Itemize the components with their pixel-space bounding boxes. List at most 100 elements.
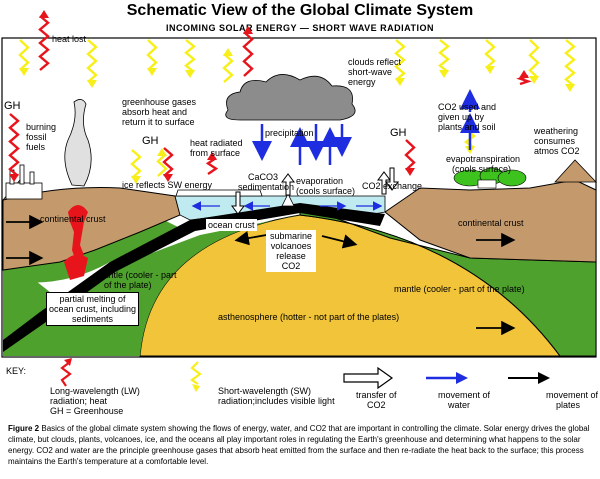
precipitation-label: precipitation xyxy=(265,128,314,138)
cloud-icon xyxy=(225,74,356,121)
asthenosphere-label: asthenosphere (hotter - not part of the … xyxy=(218,312,400,322)
figure-caption: Figure 2 Basics of the global climate sy… xyxy=(8,423,596,467)
label-line: given up by xyxy=(438,112,485,122)
label-line: (cools surface) xyxy=(452,164,512,174)
key-plates-label: movement of plates xyxy=(546,390,598,410)
sw-ray-head xyxy=(185,70,195,78)
sw-ray-head xyxy=(147,68,157,76)
label-line: release xyxy=(276,251,306,261)
ocean-crust-slab xyxy=(3,203,385,352)
plates-key-icon xyxy=(508,372,550,384)
continental-crust-right-label: continental crust xyxy=(458,218,524,228)
lw-ray-head xyxy=(519,70,529,78)
gh-mid-label: GH xyxy=(142,135,159,147)
label-line: partial melting of xyxy=(59,294,126,304)
key-co2-label: transfer of CO2 xyxy=(356,390,397,410)
label-line: sediments xyxy=(72,314,114,324)
label-line: Short-wavelength (SW) xyxy=(218,386,312,396)
mantle-right-label: mantle (cooler - part of the plate) xyxy=(394,284,525,294)
heat-lost-label: heat lost xyxy=(52,34,87,44)
lw-ray-head xyxy=(223,48,233,56)
longwave-arrows xyxy=(8,10,532,182)
lw-ray xyxy=(38,15,50,71)
sw-ray-head xyxy=(19,68,29,76)
label-line: fossil xyxy=(26,132,47,142)
lw-ray xyxy=(222,53,234,83)
lw-ray xyxy=(156,153,168,177)
label-line: Long-wavelength (LW) xyxy=(50,386,140,396)
sw-ray-head xyxy=(439,70,449,78)
factory-icon xyxy=(5,164,43,200)
submarine-volcanoes-label: submarine volcanoes release CO2 xyxy=(266,230,316,272)
mantle-right-region xyxy=(299,204,597,357)
label-line: burning xyxy=(26,122,57,132)
sw-key-icon xyxy=(190,361,202,392)
water-key-icon xyxy=(426,372,468,384)
heat-radiated-label: heat radiated from surface xyxy=(190,138,243,158)
ocean-crust-label: ocean crust xyxy=(206,219,257,231)
sw-ray xyxy=(438,39,450,73)
label-line: CO2 used and xyxy=(438,102,497,112)
sw-ray xyxy=(184,39,196,73)
key-icons xyxy=(60,358,550,392)
sw-ray xyxy=(528,39,540,79)
key-water-label: movement of water xyxy=(438,390,490,410)
label-line: evapotranspiration xyxy=(446,154,521,164)
sw-ray xyxy=(18,39,30,71)
label-line: radiation; heat xyxy=(50,396,108,406)
sw-ray-head xyxy=(87,80,97,88)
label-line: sedimentation xyxy=(238,182,295,192)
plants-icon xyxy=(453,167,527,189)
evapotranspiration-label: evapotranspiration (cools surface) xyxy=(446,154,520,174)
sw-ray xyxy=(8,113,20,177)
label-line: transfer of xyxy=(356,390,397,400)
label-line: CaCO3 xyxy=(248,172,279,182)
sw-ray xyxy=(146,39,158,71)
ice-reflects-label: ice reflects SW energy xyxy=(122,180,213,190)
sw-ray xyxy=(162,147,174,177)
sw-ray-head xyxy=(565,84,575,92)
label-line: short-wave xyxy=(348,67,393,77)
sw-ray xyxy=(130,149,142,179)
mountain-right xyxy=(554,159,597,183)
label-line: weathering xyxy=(534,126,579,136)
clouds-reflect-label: clouds reflect short-wave energy xyxy=(348,57,401,87)
sw-ray-head xyxy=(485,66,495,74)
label-line: consumes xyxy=(534,136,576,146)
label-line: absorb heat and xyxy=(122,107,188,117)
co2-transfer-arrows xyxy=(231,167,399,215)
label-line: mantle (cooler - part xyxy=(96,270,177,280)
label-line: movement of xyxy=(438,390,491,400)
sw-ray xyxy=(564,39,576,87)
partial-melting-label: partial melting of ocean crust, includin… xyxy=(46,292,140,326)
key-sw-label: Short-wavelength (SW) radiation;includes… xyxy=(218,386,335,406)
label-line: CO2 xyxy=(367,400,386,410)
caption-figure-label: Figure 2 xyxy=(8,424,40,433)
label-line: heat radiated xyxy=(190,138,243,148)
mantle-left-label: mantle (cooler - part of the plate) xyxy=(96,270,177,290)
label-line: from surface xyxy=(190,148,241,158)
gh-left-label: GH xyxy=(4,100,21,112)
page-subtitle: INCOMING SOLAR ENERGY — SHORT WAVE RADIA… xyxy=(165,23,434,33)
sw-ray-head xyxy=(529,76,539,84)
label-line: submarine xyxy=(269,231,313,241)
sw-ray-head xyxy=(163,174,173,182)
key-heading: KEY: xyxy=(6,366,27,376)
label-line: volcanoes xyxy=(270,241,312,251)
label-line: evaporation xyxy=(296,176,344,186)
sw-ray xyxy=(404,139,416,171)
sw-ray xyxy=(394,39,406,81)
gh-right-label: GH xyxy=(390,127,407,139)
sw-ray-head xyxy=(405,168,415,176)
label-line: atmos CO2 xyxy=(534,146,580,156)
lw-ray xyxy=(242,31,254,77)
lw-ray-head xyxy=(207,152,217,160)
co2-exchange-label: CO2 exchange xyxy=(362,181,423,191)
lw-ray-head xyxy=(243,26,253,34)
continental-crust-right xyxy=(384,179,597,263)
evaporation-label: evaporation (cools surface) xyxy=(296,176,355,196)
sw-ray xyxy=(86,39,98,83)
continental-crust-left-label: continental crust xyxy=(40,214,106,224)
water-arrows xyxy=(252,89,480,165)
sw-ray xyxy=(484,39,496,69)
